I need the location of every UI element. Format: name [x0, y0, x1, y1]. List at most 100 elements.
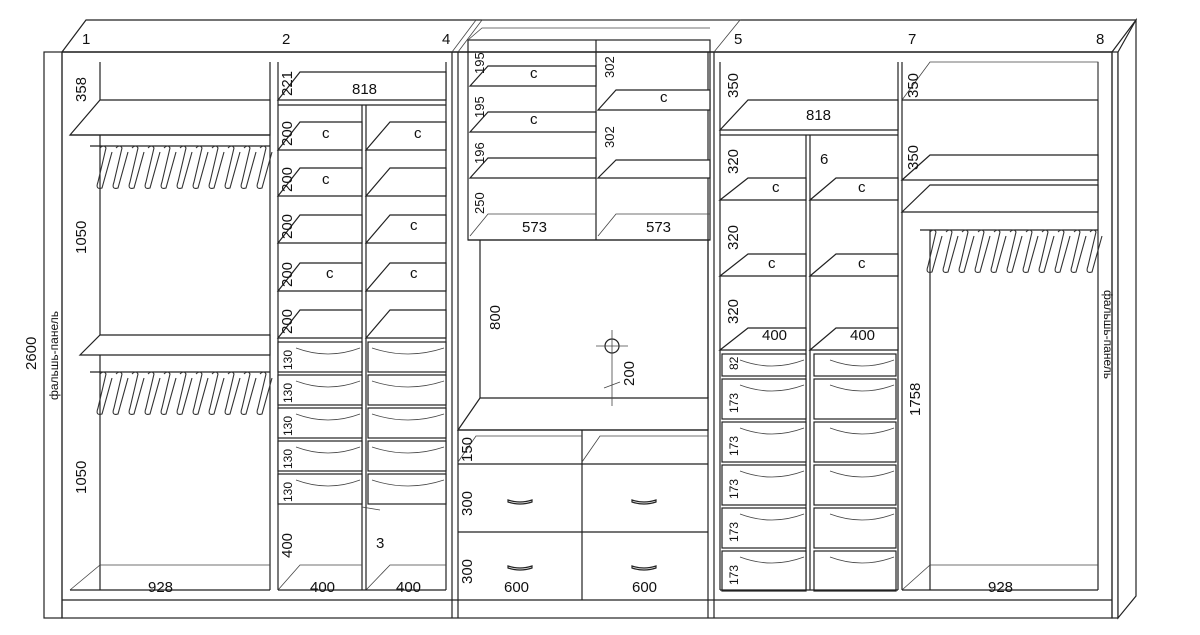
- sec5-top-w: 818: [806, 107, 831, 124]
- sec5-drawer-dim: 173: [727, 565, 741, 585]
- sec1-rail2-dim: 1050: [73, 461, 90, 494]
- drawer-front: [829, 384, 895, 392]
- hanger-icon: [208, 145, 225, 189]
- sec7-top2: 350: [905, 145, 922, 170]
- hanger-icon: [1070, 229, 1087, 273]
- sec5-drawer-dim: 173: [727, 522, 741, 542]
- drawer: [813, 550, 897, 592]
- hanger-row-2: [96, 371, 273, 415]
- drawer: [367, 473, 447, 505]
- section-4: [456, 27, 711, 600]
- sec4-upper-right-dim: 302: [602, 56, 617, 78]
- shelf: [276, 121, 363, 151]
- section-number-3: 3: [376, 535, 384, 552]
- shelf: [718, 253, 807, 277]
- drawer-front: [829, 556, 895, 564]
- sec5-width-a: 400: [762, 327, 787, 344]
- shelf: [468, 65, 597, 87]
- drawer: [813, 353, 897, 377]
- drawer-front: [371, 479, 445, 487]
- drawer: [721, 378, 807, 420]
- sec4-drawer-h1: 300: [459, 491, 476, 516]
- drawer: [367, 440, 447, 472]
- drawer-front: [829, 359, 895, 367]
- hanger-icon: [256, 371, 273, 415]
- sec5-drawer-dim: 173: [727, 393, 741, 413]
- drawer: [721, 353, 807, 377]
- hanger-icon: [192, 371, 209, 415]
- sec5-drawer-dim: 82: [727, 356, 741, 370]
- hanger-icon: [224, 371, 241, 415]
- sec2-top-h: 221: [279, 71, 296, 96]
- shelf-mark: c: [858, 179, 866, 196]
- section-2: [276, 62, 447, 591]
- shelf-mark: c: [530, 111, 538, 128]
- drawer-front: [295, 347, 361, 355]
- hanger-row-1: [96, 145, 273, 189]
- drawer: [367, 341, 447, 373]
- sec2-shelf-dim: 200: [279, 167, 296, 192]
- hanger-icon: [160, 145, 177, 189]
- drawer: [813, 421, 897, 463]
- drawer: [721, 550, 807, 592]
- hanger-icon: [958, 229, 975, 273]
- shelf: [276, 167, 363, 197]
- hanger-icon: [1006, 229, 1023, 273]
- carcass: [43, 17, 1138, 620]
- drawer-front: [295, 446, 361, 454]
- drawer: [277, 473, 363, 505]
- shelf-mark: c: [530, 65, 538, 82]
- hanger-icon: [1022, 229, 1039, 273]
- section-number-6: 6: [820, 151, 828, 168]
- sec4-upper-left-dim: 250: [472, 192, 487, 214]
- drawer-front: [295, 479, 361, 487]
- shelf: [364, 262, 447, 292]
- shelf-mark: c: [410, 217, 418, 234]
- sec7-top1: 350: [905, 73, 922, 98]
- sec2-shelf-dim: 200: [279, 214, 296, 239]
- hanger-icon: [1054, 229, 1071, 273]
- shelf: [718, 177, 807, 201]
- sec7-width: 928: [988, 579, 1013, 596]
- drawer: [813, 507, 897, 549]
- section-number-5: 5: [734, 31, 742, 48]
- sec5-drawer-dim: 173: [727, 436, 741, 456]
- shelf: [808, 327, 899, 351]
- sec2-top-w: 818: [352, 81, 377, 98]
- hanger-icon: [256, 145, 273, 189]
- hanger-icon: [96, 145, 113, 189]
- sec2-drawer-dim: 130: [281, 482, 295, 502]
- sec5-shelf-dim: 320: [725, 299, 742, 324]
- section-5: [718, 62, 903, 592]
- sec4-tv-offset: 200: [621, 361, 638, 386]
- sec4-upper-left-dim: 196: [472, 142, 487, 164]
- sec5-shelf-dim: 320: [725, 225, 742, 250]
- drawer-front: [739, 513, 805, 521]
- drawer-front: [739, 470, 805, 478]
- sec2-drawer-dim: 130: [281, 350, 295, 370]
- hanger-icon: [1038, 229, 1055, 273]
- shelf: [718, 327, 807, 351]
- hanger-icon: [128, 145, 145, 189]
- section-number-4: 4: [442, 31, 450, 48]
- drawer-front: [739, 427, 805, 435]
- hanger-icon: [942, 229, 959, 273]
- hanger-icon: [974, 229, 991, 273]
- drawer-front: [739, 359, 805, 367]
- drawer: [277, 374, 363, 406]
- hanger-icon: [240, 371, 257, 415]
- hanger-icon: [208, 371, 225, 415]
- drawer-front: [829, 470, 895, 478]
- drawer: [721, 464, 807, 506]
- sec2-bottom: 400: [279, 533, 296, 558]
- sec4-tv-h: 800: [487, 305, 504, 330]
- hanger-icon: [128, 371, 145, 415]
- shelf-mark: c: [322, 171, 330, 188]
- drawer: [367, 407, 447, 439]
- shelf-mark: c: [414, 125, 422, 142]
- drawer: [721, 421, 807, 463]
- hanger-icon: [96, 371, 113, 415]
- drawer-front: [371, 413, 445, 421]
- sec4-upper-w2: 573: [646, 219, 671, 236]
- drawer-front: [371, 446, 445, 454]
